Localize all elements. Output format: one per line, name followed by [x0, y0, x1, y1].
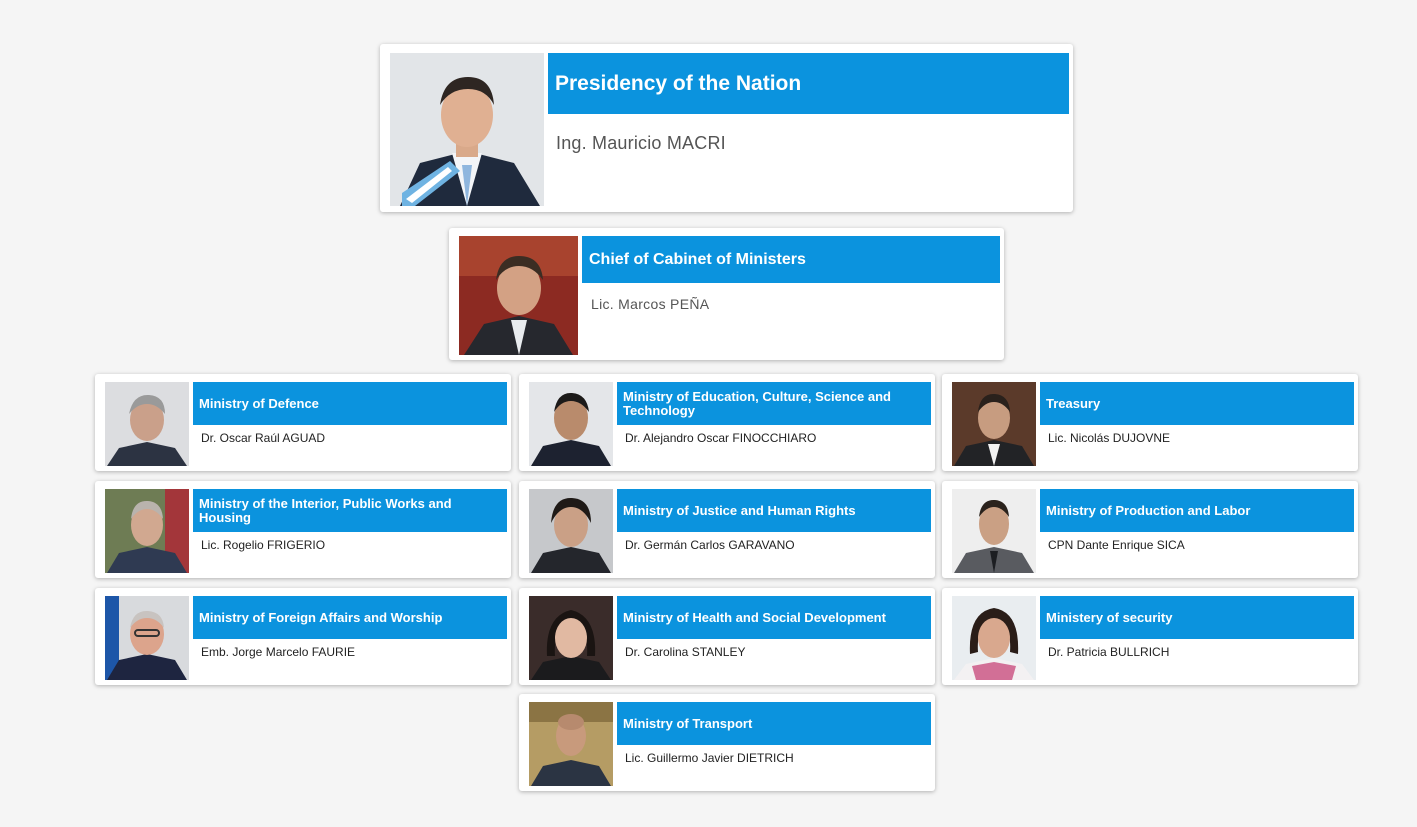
- ministry-title: Ministry of Foreign Affairs and Worship: [193, 596, 507, 639]
- ministry-title: Ministery of security: [1040, 596, 1354, 639]
- minister-portrait: [105, 596, 189, 680]
- presidency-title: Presidency of the Nation: [548, 53, 1069, 114]
- minister-name: Dr. Carolina STANLEY: [625, 645, 746, 659]
- minister-name: CPN Dante Enrique SICA: [1048, 538, 1185, 552]
- ministry-card-transport[interactable]: Ministry of Transport Lic. Guillermo Jav…: [519, 694, 935, 791]
- minister-portrait: [952, 596, 1036, 680]
- minister-name: Lic. Rogelio FRIGERIO: [201, 538, 326, 552]
- minister-portrait: [952, 382, 1036, 466]
- president-portrait: [390, 53, 544, 206]
- ministry-card-security[interactable]: Ministery of security Dr. Patricia BULLR…: [942, 588, 1358, 685]
- ministry-title: Ministry of Transport: [617, 702, 931, 745]
- cabinet-chief-portrait: [459, 236, 578, 355]
- minister-portrait: [105, 382, 189, 466]
- ministry-card-interior[interactable]: Ministry of the Interior, Public Works a…: [95, 481, 511, 578]
- ministry-card-treasury[interactable]: Treasury Lic. Nicolás DUJOVNE: [942, 374, 1358, 471]
- ministry-title: Ministry of Justice and Human Rights: [617, 489, 931, 532]
- minister-name: Dr. Oscar Raúl AGUAD: [201, 431, 326, 445]
- minister-portrait: [952, 489, 1036, 573]
- minister-portrait: [529, 489, 613, 573]
- ministry-card-foreign-affairs[interactable]: Ministry of Foreign Affairs and Worship …: [95, 588, 511, 685]
- ministry-title: Ministry of Health and Social Developmen…: [617, 596, 931, 639]
- minister-portrait: [529, 596, 613, 680]
- minister-portrait: [529, 702, 613, 786]
- minister-portrait: [105, 489, 189, 573]
- minister-name: Emb. Jorge Marcelo FAURIE: [201, 645, 356, 659]
- minister-name: Dr. Patricia BULLRICH: [1048, 645, 1170, 659]
- ministry-title: Ministry of Education, Culture, Science …: [617, 382, 931, 425]
- ministry-card-education[interactable]: Ministry of Education, Culture, Science …: [519, 374, 935, 471]
- ministry-title: Ministry of Production and Labor: [1040, 489, 1354, 532]
- ministry-card-justice[interactable]: Ministry of Justice and Human Rights Dr.…: [519, 481, 935, 578]
- ministry-card-defence[interactable]: Ministry of Defence Dr. Oscar Raúl AGUAD: [95, 374, 511, 471]
- minister-name: Lic. Guillermo Javier DIETRICH: [625, 751, 794, 765]
- ministry-title: Ministry of the Interior, Public Works a…: [193, 489, 507, 532]
- ministry-title: Ministry of Defence: [193, 382, 507, 425]
- minister-name: Lic. Nicolás DUJOVNE: [1048, 431, 1171, 445]
- ministry-card-production[interactable]: Ministry of Production and Labor CPN Dan…: [942, 481, 1358, 578]
- cabinet-chief-title: Chief of Cabinet of Ministers: [582, 236, 1000, 283]
- presidency-card[interactable]: Presidency of the Nation Ing. Mauricio M…: [380, 44, 1073, 212]
- president-name: Ing. Mauricio MACRI: [556, 133, 726, 153]
- ministry-title: Treasury: [1040, 382, 1354, 425]
- cabinet-chief-card[interactable]: Chief of Cabinet of Ministers Lic. Marco…: [449, 228, 1004, 360]
- minister-portrait: [529, 382, 613, 466]
- ministry-card-health[interactable]: Ministry of Health and Social Developmen…: [519, 588, 935, 685]
- minister-name: Dr. Germán Carlos GARAVANO: [625, 538, 795, 552]
- cabinet-chief-name: Lic. Marcos PEÑA: [591, 296, 710, 312]
- minister-name: Dr. Alejandro Oscar FINOCCHIARO: [625, 431, 817, 445]
